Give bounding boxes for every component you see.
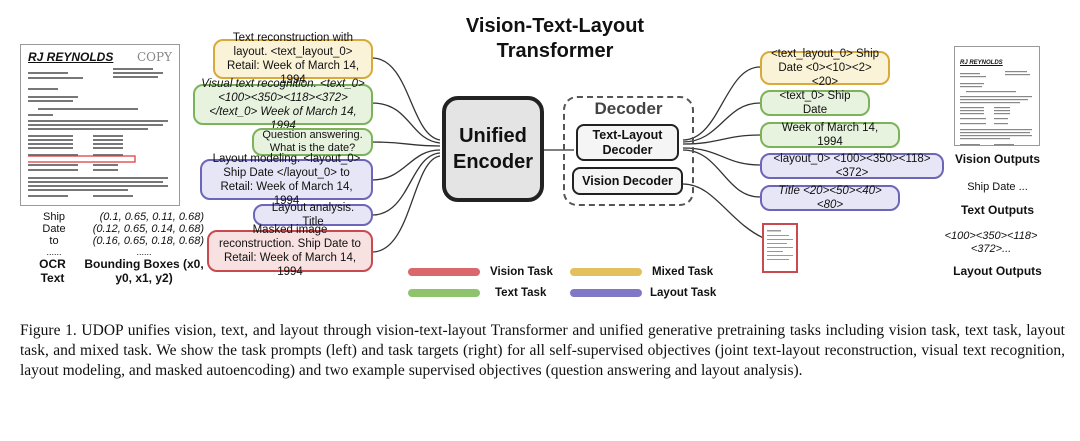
legend-label-mixed: Mixed Task <box>652 266 714 278</box>
ocr-row: Date (0.12, 0.65, 0.14, 0.68) <box>24 223 204 235</box>
ocr-row: Ship (0.1, 0.65, 0.11, 0.68) <box>24 211 204 223</box>
bounding-boxes-label: Bounding Boxes (x0, y0, x1, y2) <box>84 257 204 285</box>
vision-decoder: Vision Decoder <box>572 167 683 195</box>
prompt-masked-image-reconstruction: Masked image reconstruction. Ship Date t… <box>207 224 373 278</box>
target-layout-analysis: Title <20><50><40><80> <box>760 185 900 211</box>
reconstructed-image-thumbnail <box>762 223 798 273</box>
ocr-bbox: ...... <box>136 247 152 257</box>
prompt-visual-text-recognition: Visual text recognition. <text_0> <100><… <box>193 78 373 132</box>
document-text-lines <box>24 68 168 197</box>
prompt-text-reconstruction: Text reconstruction with layout. <text_l… <box>213 32 373 86</box>
text-outputs-label: Text Outputs <box>960 203 1035 217</box>
output-doc-lines <box>960 71 1032 146</box>
ocr-bbox: (0.1, 0.65, 0.11, 0.68) <box>99 211 204 223</box>
figure-title: Vision-Text-Layout Transformer <box>465 15 645 62</box>
document-header: RJ REYNOLDS <box>28 50 114 64</box>
legend-swatch-text <box>408 289 480 297</box>
layout-outputs-label: Layout Outputs <box>953 264 1042 278</box>
target-text-layout: <text_layout_0> Ship Date <0><10><2><20> <box>760 48 890 88</box>
prompt-layout-modeling: Layout modeling. <layout_0> Ship Date </… <box>200 153 373 207</box>
legend-swatch-mixed <box>570 268 642 276</box>
ocr-token: to <box>49 235 59 247</box>
legend-label-text: Text Task <box>495 287 547 299</box>
decoder-group <box>563 96 694 206</box>
legend-swatch-vision <box>408 268 480 276</box>
unified-encoder: Unified Encoder <box>442 96 544 202</box>
legend-label-layout: Layout Task <box>650 287 717 299</box>
ocr-token: Ship <box>42 211 66 223</box>
legend-swatch-layout <box>570 289 642 297</box>
ocr-bbox: (0.16, 0.65, 0.18, 0.68) <box>92 235 204 247</box>
thumbnail-lines <box>767 230 793 260</box>
target-layout-modeling: <layout_0> <100><350><118><372> <box>760 153 944 179</box>
vision-outputs-label: Vision Outputs <box>954 152 1041 166</box>
target-visual-text: <text_0> Ship Date <box>760 90 870 116</box>
text-output-sample: Ship Date ... <box>967 181 1028 193</box>
layout-output-sample: <100><350><118><372>... <box>944 230 1038 255</box>
ocr-token: ...... <box>46 247 62 257</box>
output-doc-header: RJ REYNOLDS <box>960 60 1003 66</box>
ocr-text-label: OCR Text <box>39 257 66 285</box>
ocr-table: Ship (0.1, 0.65, 0.11, 0.68) Date (0.12,… <box>24 211 204 257</box>
text-layout-decoder: Text-Layout Decoder <box>576 124 679 161</box>
ocr-token: Date <box>42 223 66 235</box>
prompt-question-answering: Question answering. What is the date? <box>252 128 373 156</box>
copy-stamp: COPY <box>136 50 172 64</box>
figure-caption: Figure 1. UDOP unifies vision, text, and… <box>20 322 1065 379</box>
legend-label-vision: Vision Task <box>490 266 553 278</box>
source-document-image: RJ REYNOLDS COPY <box>20 44 180 206</box>
ocr-bbox: (0.12, 0.65, 0.14, 0.68) <box>92 223 204 235</box>
prompt-layout-analysis: Layout analysis. Title <box>253 202 373 228</box>
target-question-answer: Week of March 14, 1994 <box>760 122 900 148</box>
ocr-row: to (0.16, 0.65, 0.18, 0.68) <box>24 235 204 247</box>
ocr-row: ...... ...... <box>24 247 204 257</box>
output-document-image: RJ REYNOLDS <box>954 46 1040 146</box>
decoder-title: Decoder <box>594 99 663 118</box>
